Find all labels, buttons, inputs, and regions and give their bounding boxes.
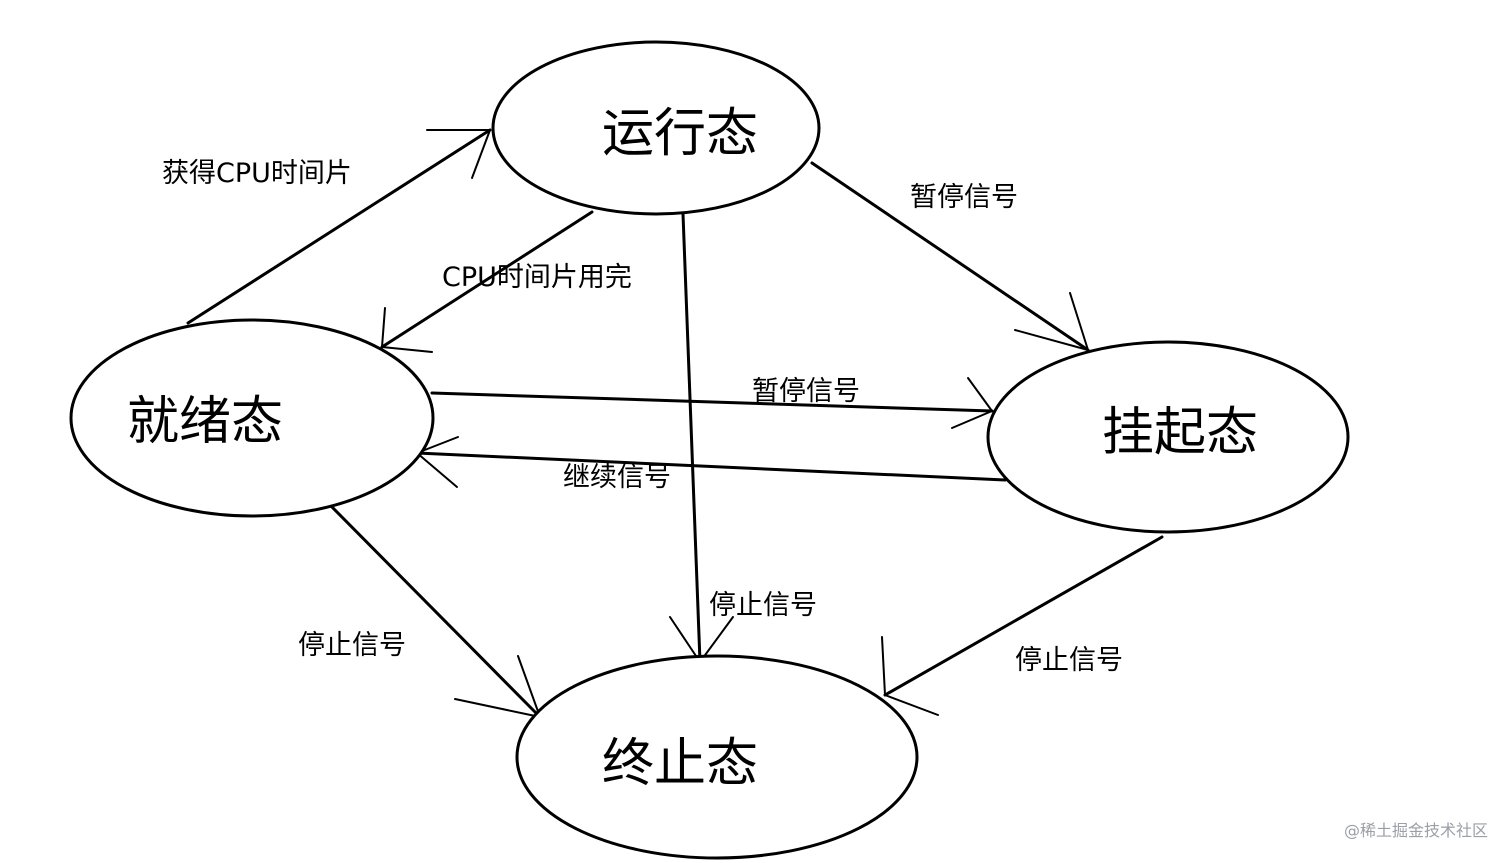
label-running-to-terminated: 停止信号 [709,590,817,621]
label-ready-to-suspended: 暂停信号 [752,376,860,407]
state-terminated-label: 终止态 [602,734,758,794]
edge-suspended-to-terminated [881,535,1164,716]
edge-suspended-to-ready [415,436,1007,488]
label-suspended-to-terminated: 停止信号 [1015,645,1123,676]
label-suspended-to-ready: 继续信号 [563,462,671,493]
label-ready-to-terminated: 停止信号 [298,630,406,661]
edge-running-to-ready [380,210,594,353]
edge-running-to-terminated [669,212,734,664]
edge-ready-to-suspended [430,377,994,429]
edge-ready-to-terminated [328,503,542,719]
state-ready-label: 就绪态 [127,392,283,452]
state-running-label: 运行态 [602,104,758,164]
state-terminated: 终止态 [515,654,919,860]
edge-ready-to-running [186,128,492,325]
label-running-to-ready: CPU时间片用完 [442,262,632,293]
state-running: 运行态 [491,40,821,216]
label-running-to-suspended: 暂停信号 [910,182,1018,213]
label-ready-to-running: 获得CPU时间片 [162,158,352,189]
edge-running-to-suspended [810,161,1090,352]
state-suspended-label: 挂起态 [1102,403,1258,463]
state-ready: 就绪态 [69,318,435,518]
state-suspended: 挂起态 [986,340,1350,534]
watermark: @稀土掘金技术社区 [1344,821,1488,840]
